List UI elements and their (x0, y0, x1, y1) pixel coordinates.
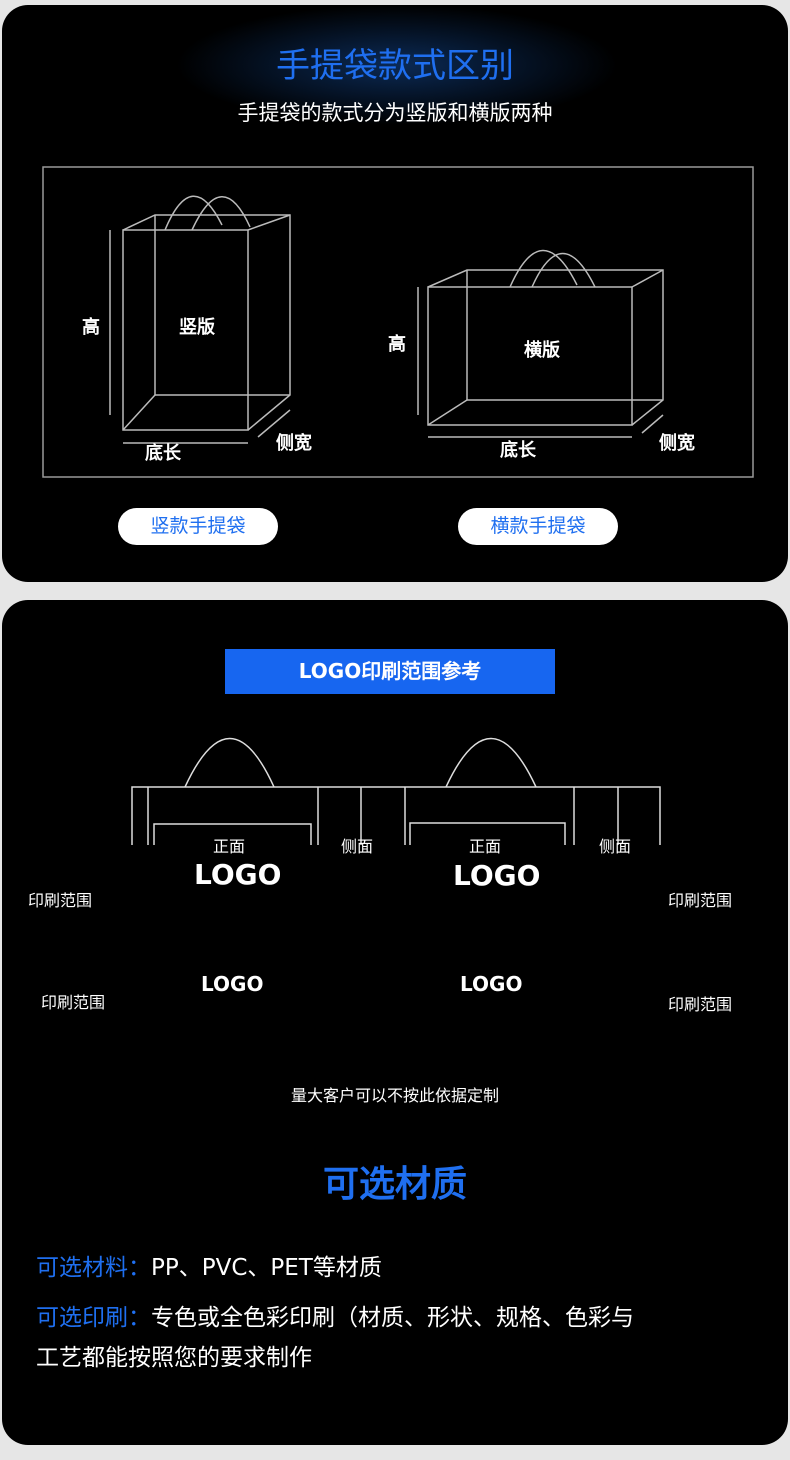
print-label: 可选印刷： (36, 1305, 151, 1331)
section-title: 手提袋款式区别 (276, 46, 514, 86)
logo-print-card: LOGO印刷范围参考 正面 正面 侧面 侧面 LOGO LOGO LOGO LO… (2, 600, 788, 1445)
vertical-bag-button[interactable]: 竖款手提袋 (118, 508, 278, 545)
bottom-logo: LOGO (201, 972, 264, 996)
height-label: 高 (388, 334, 406, 355)
print-range-label: 印刷范围 (41, 993, 106, 1012)
print-line: 可选印刷：专色或全色彩印刷（材质、形状、规格、色彩与 (36, 1298, 634, 1332)
horizontal-label: 横版 (524, 340, 560, 361)
section-subtitle: 手提袋的款式分为竖版和横版两种 (237, 101, 553, 125)
front-logo: LOGO (194, 858, 282, 891)
material-value: PP、PVC、PET等材质 (151, 1255, 382, 1281)
print-range-label: 印刷范围 (668, 995, 733, 1014)
vertical-bag-drawing (109, 195, 291, 444)
length-label: 底长 (500, 440, 536, 461)
horizontal-bag-drawing (417, 249, 664, 438)
print-range-label: 印刷范围 (668, 891, 733, 910)
horizontal-bag-button[interactable]: 横款手提袋 (458, 508, 618, 545)
bag-style-card: 手提袋款式区别 手提袋的款式分为竖版和横版两种 高 竖版 底长 侧宽 高 横版 … (2, 5, 788, 582)
logo-range-diagram (131, 737, 661, 845)
print-value: 专色或全色彩印刷（材质、形状、规格、色彩与 (151, 1305, 634, 1331)
front-logo: LOGO (453, 859, 541, 892)
bottom-logo: LOGO (460, 972, 523, 996)
logo-range-banner: LOGO印刷范围参考 (225, 649, 555, 694)
materials-title: 可选材质 (322, 1164, 467, 1205)
height-label: 高 (82, 317, 100, 338)
material-line: 可选材料：PP、PVC、PET等材质 (36, 1248, 382, 1282)
bag-style-diagram (42, 166, 754, 478)
width-label: 侧宽 (276, 433, 312, 454)
front-label: 正面 (469, 837, 502, 856)
print-range-label: 印刷范围 (28, 891, 93, 910)
side-label: 侧面 (341, 837, 374, 856)
print-value-cont: 工艺都能按照您的要求制作 (36, 1345, 312, 1371)
material-label: 可选材料： (36, 1255, 151, 1281)
length-label: 底长 (145, 443, 181, 464)
front-label: 正面 (213, 837, 246, 856)
side-label: 侧面 (599, 837, 632, 856)
vertical-label: 竖版 (179, 317, 215, 338)
custom-note: 量大客户可以不按此依据定制 (290, 1086, 499, 1105)
width-label: 侧宽 (659, 433, 695, 454)
